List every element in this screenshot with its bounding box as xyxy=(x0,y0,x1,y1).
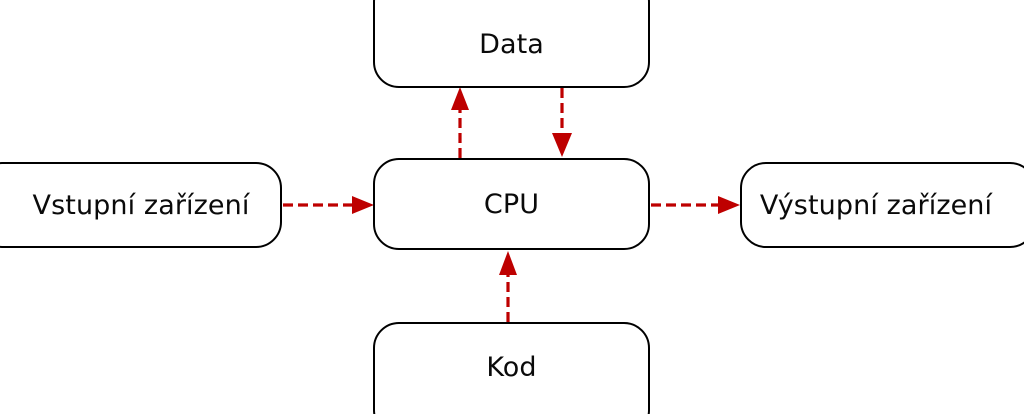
node-kod-label: Kod xyxy=(486,351,537,383)
node-cpu-label: CPU xyxy=(483,188,540,220)
node-data-label: Data xyxy=(479,28,544,60)
edge-cpu-to-output xyxy=(651,196,740,214)
edge-kod-to-cpu-arrowhead xyxy=(499,251,517,275)
node-data[interactable]: Data xyxy=(373,0,650,88)
edge-input-to-cpu xyxy=(283,196,374,214)
edge-input-to-cpu-arrowhead xyxy=(352,196,374,214)
node-input-device-label: Vstupní zařízení xyxy=(32,189,250,221)
edge-cpu-to-data xyxy=(451,87,469,158)
node-kod[interactable]: Kod xyxy=(373,322,650,414)
edge-kod-to-cpu xyxy=(499,251,517,322)
node-cpu[interactable]: CPU xyxy=(373,158,650,250)
node-input-device[interactable]: Vstupní zařízení xyxy=(0,162,282,248)
edge-data-to-cpu xyxy=(552,88,572,157)
node-output-device[interactable]: Výstupní zařízení xyxy=(740,162,1024,248)
edge-cpu-to-output-arrowhead xyxy=(718,196,740,214)
edge-cpu-to-data-arrowhead xyxy=(451,87,469,110)
node-output-device-label: Výstupní zařízení xyxy=(759,189,993,221)
edge-data-to-cpu-arrowhead xyxy=(552,133,572,157)
